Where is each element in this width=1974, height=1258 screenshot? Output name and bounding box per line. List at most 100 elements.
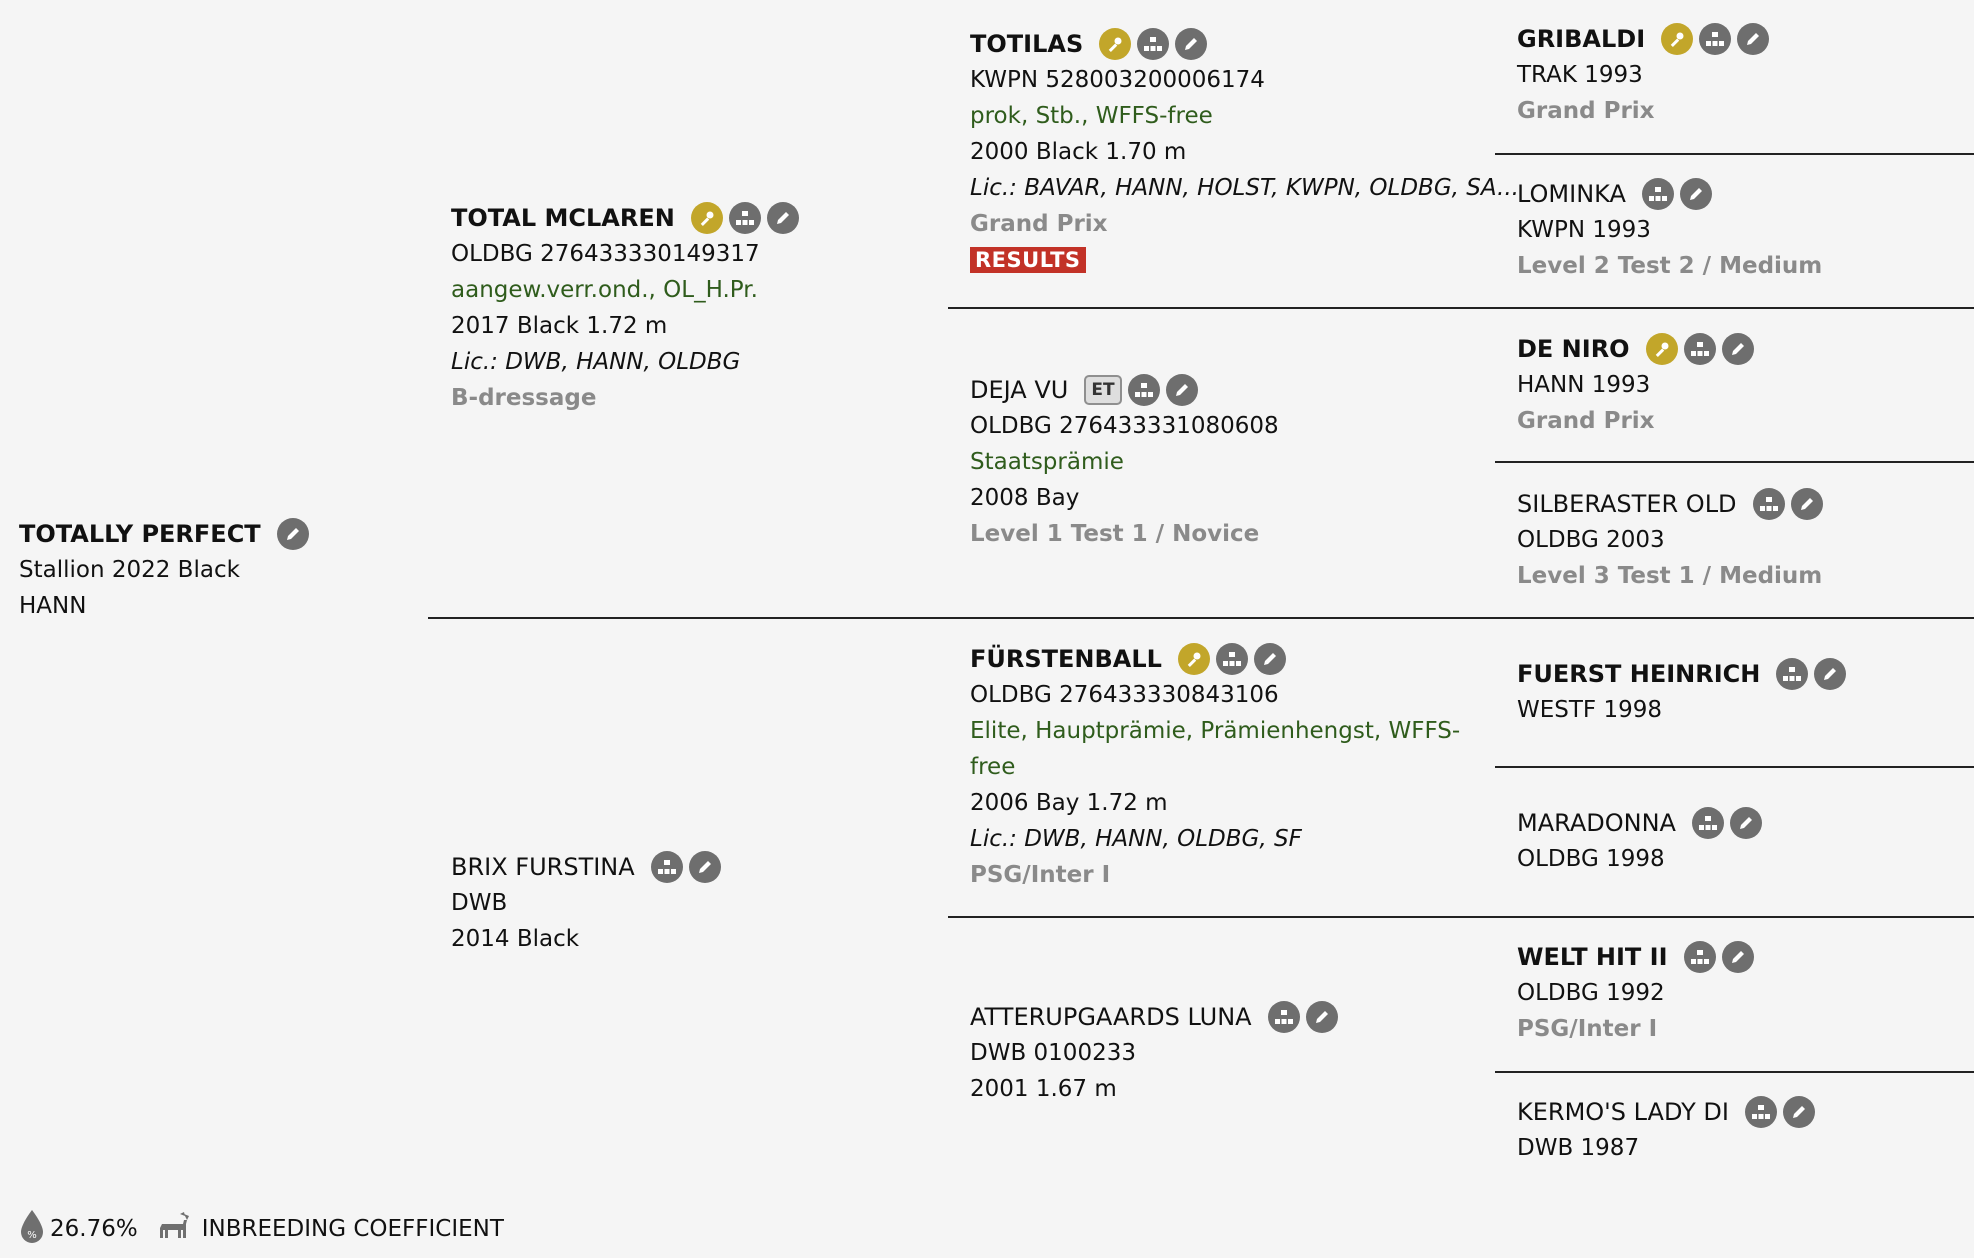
edit-icon[interactable] (1721, 333, 1754, 365)
registration: OLDBG 1998 (1517, 846, 1665, 872)
stallion-key-icon[interactable] (690, 202, 723, 234)
registration: DWB 1987 (1517, 1135, 1640, 1161)
horse-info: 2017 Black 1.72 m (451, 313, 668, 339)
licenses: Lic.: DWB, HANN, OLDBG (451, 349, 741, 375)
divider-gen3-3 (1495, 766, 1974, 768)
edit-icon[interactable] (1729, 807, 1762, 839)
pedigree-ddd: KERMO'S LADY DI DWB 1987 (1517, 1094, 1815, 1166)
pedigree-tree-icon[interactable] (1776, 658, 1809, 690)
performance-level: Level 1 Test 1 / Novice (970, 521, 1260, 547)
pedigree-tree-icon[interactable] (1137, 28, 1170, 60)
horse-info: 2000 Black 1.70 m (970, 139, 1187, 165)
pedigree-ssd: LOMINKA KWPN 1993 Level 2 Test 2 / Mediu… (1517, 176, 1822, 284)
horse-name[interactable]: WELT HIT II (1517, 943, 1668, 971)
performance-level: B-dressage (451, 385, 597, 411)
performance-level: PSG/Inter I (970, 862, 1111, 888)
horse-icon[interactable] (156, 1210, 192, 1248)
results-badge[interactable]: RESULTS (970, 247, 1086, 273)
edit-icon[interactable] (1721, 941, 1754, 973)
edit-icon[interactable] (1790, 488, 1823, 520)
horse-name[interactable]: DE NIRO (1517, 335, 1630, 363)
edit-icon[interactable] (766, 202, 799, 234)
licenses: Lic.: BAVAR, HANN, HOLST, KWPN, OLDBG, S… (970, 175, 1519, 201)
licenses: Lic.: DWB, HANN, OLDBG, SF (970, 826, 1302, 852)
horse-name[interactable]: BRIX FURSTINA (451, 853, 635, 881)
stallion-key-icon[interactable] (1099, 28, 1132, 60)
pedigree-tree-icon[interactable] (728, 202, 761, 234)
edit-icon[interactable] (276, 518, 309, 550)
pedigree-sds: DE NIRO HANN 1993 Grand Prix (1517, 331, 1754, 439)
pedigree-sire-sire: TOTILAS KWPN 528003200006174 prok, Stb.,… (970, 26, 1519, 278)
edit-icon[interactable] (688, 851, 721, 883)
horse-name[interactable]: LOMINKA (1517, 180, 1626, 208)
horse-info: 2008 Bay (970, 485, 1080, 511)
pedigree-sire-dam: DEJA VU ET OLDBG 276433331080608 Staatsp… (970, 372, 1279, 552)
titles: aangew.verr.ond., OL_H.Pr. (451, 277, 758, 303)
horse-name[interactable]: FÜRSTENBALL (970, 645, 1162, 673)
titles-continued: free (970, 754, 1016, 780)
divider-gen3-1 (1495, 153, 1974, 155)
pedigree-dsd: MARADONNA OLDBG 1998 (1517, 805, 1762, 877)
pedigree-tree-icon[interactable] (1267, 1001, 1300, 1033)
horse-name[interactable]: KERMO'S LADY DI (1517, 1098, 1729, 1126)
pedigree-sdd: SILBERASTER OLD OLDBG 2003 Level 3 Test … (1517, 486, 1823, 594)
edit-icon[interactable] (1175, 28, 1208, 60)
pedigree-dam: BRIX FURSTINA DWB 2014 Black (451, 849, 721, 957)
divider-sire-dam (428, 617, 1974, 619)
pedigree-sire: TOTAL MCLAREN OLDBG 276433330149317 aang… (451, 200, 799, 416)
performance-level: Level 2 Test 2 / Medium (1517, 253, 1823, 279)
registration: HANN 1993 (1517, 372, 1651, 398)
registration-number: OLDBG 276433331080608 (970, 413, 1279, 439)
horse-name[interactable]: TOTILAS (970, 30, 1084, 58)
edit-icon[interactable] (1253, 643, 1286, 675)
titles: Staatsprämie (970, 449, 1124, 475)
horse-name[interactable]: ATTERUPGAARDS LUNA (970, 1003, 1252, 1031)
edit-icon[interactable] (1165, 374, 1198, 406)
pedigree-dam-sire: FÜRSTENBALL OLDBG 276433330843106 Elite,… (970, 641, 1460, 893)
edit-icon[interactable] (1814, 658, 1847, 690)
pedigree-tree-icon[interactable] (1683, 941, 1716, 973)
edit-icon[interactable] (1737, 23, 1770, 55)
horse-name[interactable]: FUERST HEINRICH (1517, 660, 1761, 688)
stallion-key-icon[interactable] (1177, 643, 1210, 675)
registration-number: DWB 0100233 (970, 1040, 1136, 1066)
registration: WESTF 1998 (1517, 697, 1662, 723)
svg-text:%: % (27, 1230, 37, 1241)
horse-name[interactable]: MARADONNA (1517, 809, 1676, 837)
drop-percent-icon: % (18, 1208, 46, 1250)
registration: OLDBG 1992 (1517, 980, 1665, 1006)
pedigree-tree-icon[interactable] (1752, 488, 1785, 520)
pedigree-tree-icon[interactable] (1215, 643, 1248, 675)
horse-name[interactable]: DEJA VU (970, 376, 1069, 404)
horse-name[interactable]: SILBERASTER OLD (1517, 490, 1737, 518)
embryo-transfer-badge: ET (1084, 375, 1122, 405)
inbreeding-label[interactable]: INBREEDING COEFFICIENT (201, 1216, 504, 1242)
stallion-key-icon[interactable] (1661, 23, 1694, 55)
pedigree-subject: TOTALLY PERFECT Stallion 2022 Black HANN (19, 516, 309, 624)
pedigree-dss: FUERST HEINRICH WESTF 1998 (1517, 656, 1847, 728)
inbreeding-percent: 26.76% (50, 1216, 138, 1242)
pedigree-sss: GRIBALDI TRAK 1993 Grand Prix (1517, 21, 1770, 129)
registration-number: OLDBG 276433330149317 (451, 241, 760, 267)
pedigree-tree-icon[interactable] (1699, 23, 1732, 55)
titles: Elite, Hauptprämie, Prämienhengst, WFFS- (970, 718, 1461, 744)
performance-level: Grand Prix (970, 211, 1108, 237)
edit-icon[interactable] (1679, 178, 1712, 210)
horse-name[interactable]: GRIBALDI (1517, 25, 1646, 53)
edit-icon[interactable] (1783, 1096, 1815, 1128)
pedigree-tree-icon[interactable] (1745, 1096, 1777, 1128)
stallion-key-icon[interactable] (1645, 333, 1678, 365)
pedigree-tree-icon[interactable] (1641, 178, 1674, 210)
pedigree-tree-icon[interactable] (1683, 333, 1716, 365)
registration-number: OLDBG 276433330843106 (970, 682, 1279, 708)
horse-info: 2001 1.67 m (970, 1076, 1117, 1102)
horse-info: Stallion 2022 Black (19, 557, 240, 583)
edit-icon[interactable] (1305, 1001, 1338, 1033)
horse-info: 2006 Bay 1.72 m (970, 790, 1168, 816)
horse-name[interactable]: TOTALLY PERFECT (19, 520, 261, 548)
registration-number: KWPN 528003200006174 (970, 67, 1265, 93)
pedigree-tree-icon[interactable] (1691, 807, 1724, 839)
pedigree-tree-icon[interactable] (1127, 374, 1160, 406)
horse-name[interactable]: TOTAL MCLAREN (451, 204, 675, 232)
pedigree-tree-icon[interactable] (650, 851, 683, 883)
